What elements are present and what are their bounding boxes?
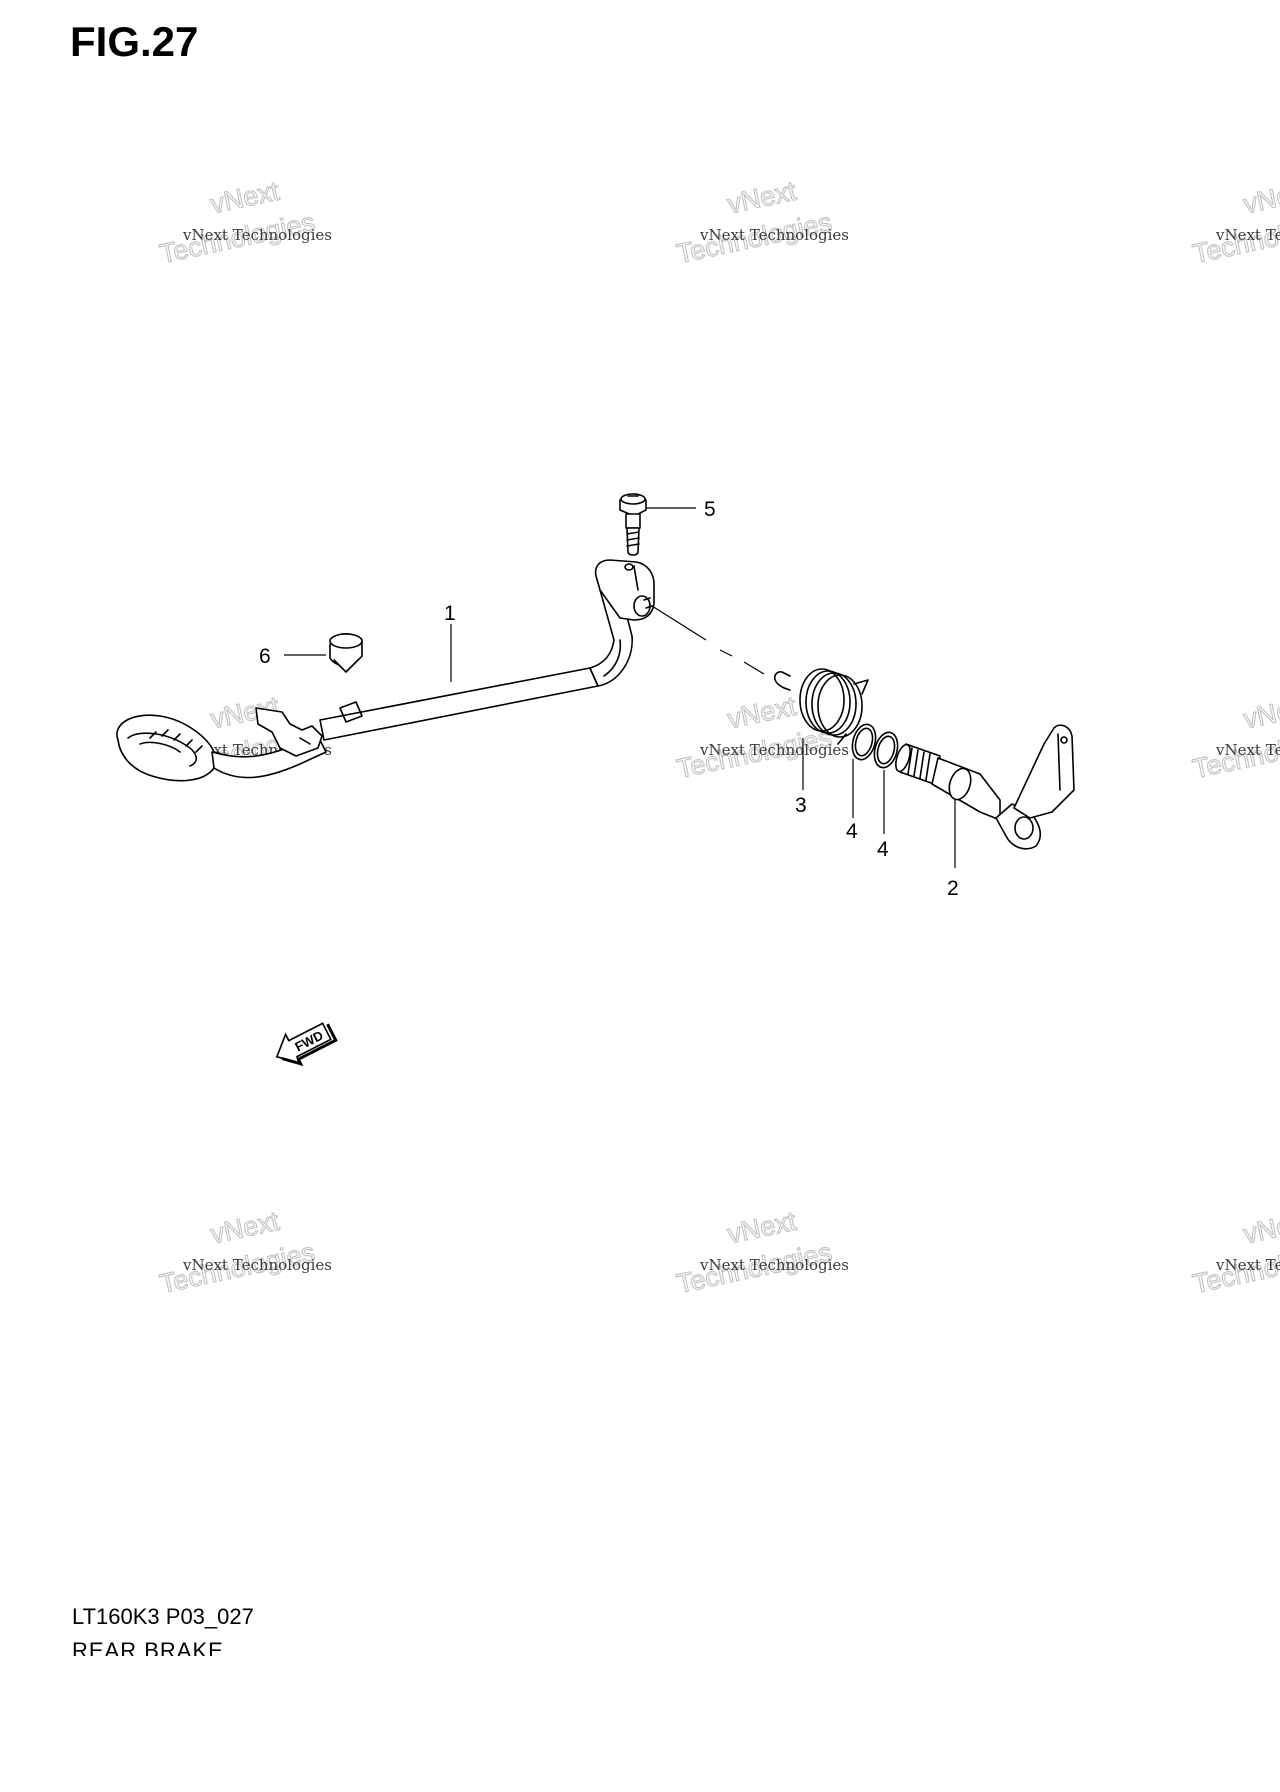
o-ring-part-1 [851,723,877,761]
watermark-mid-center: vNext Technologies vNext Technologies [674,690,849,785]
callout-4b: 4 [877,838,889,861]
svg-text:vNext Technologies: vNext Technologies [1215,1256,1280,1274]
svg-text:vNext Technologies: vNext Technologies [699,741,849,759]
centerline [651,605,765,675]
svg-text:vNext: vNext [1241,691,1280,735]
svg-text:vNext Technologies: vNext Technologies [1215,226,1280,244]
svg-text:vNext: vNext [1241,176,1280,220]
svg-text:vNext: vNext [208,1206,282,1250]
section-name: REAR BRAKE [72,1638,224,1656]
brake-pedal-part [116,559,655,782]
bolt-part [619,493,647,556]
o-ring-part-2 [873,731,899,769]
watermark-bottom-center: vNext Technologies vNext Technologies [674,1205,849,1300]
svg-text:vNext: vNext [1241,1206,1280,1250]
svg-text:vNext: vNext [208,176,282,220]
svg-text:vNext Technologies: vNext Technologies [182,1256,332,1274]
figure-title: FIG.27 [70,18,199,65]
watermark-top-center: vNext Technologies vNext Technologies [674,175,849,270]
fwd-arrow-icon: FWD [275,1022,338,1067]
callout-2: 2 [947,877,959,900]
callout-4a: 4 [846,820,858,843]
svg-text:vNext Technologies: vNext Technologies [699,1256,849,1274]
svg-text:vNext Technologies: vNext Technologies [1215,741,1280,759]
cap-part [329,633,363,673]
svg-text:vNext: vNext [725,176,799,220]
model-code: LT160K3 P03_027 [72,1604,254,1629]
svg-text:vNext: vNext [725,691,799,735]
svg-text:vNext Technologies: vNext Technologies [182,226,332,244]
watermark-bottom-right: vNext Technologies vNext Technologies [1190,1205,1280,1300]
svg-text:vNext: vNext [725,1206,799,1250]
watermark-top-left: vNext Technologies vNext Technologies [157,175,332,270]
callout-5: 5 [704,498,716,521]
brake-cam-shaft-part [895,724,1075,850]
callout-3: 3 [795,794,807,817]
callout-6: 6 [259,645,271,668]
svg-text:vNext Technologies: vNext Technologies [699,226,849,244]
watermark-top-right: vNext Technologies vNext Technologies [1190,175,1280,270]
watermark-bottom-left: vNext Technologies vNext Technologies [157,1205,332,1300]
watermark-mid-right: vNext Technologies vNext Technologies [1190,690,1280,785]
return-spring-part [773,668,869,745]
callout-1: 1 [444,602,456,625]
